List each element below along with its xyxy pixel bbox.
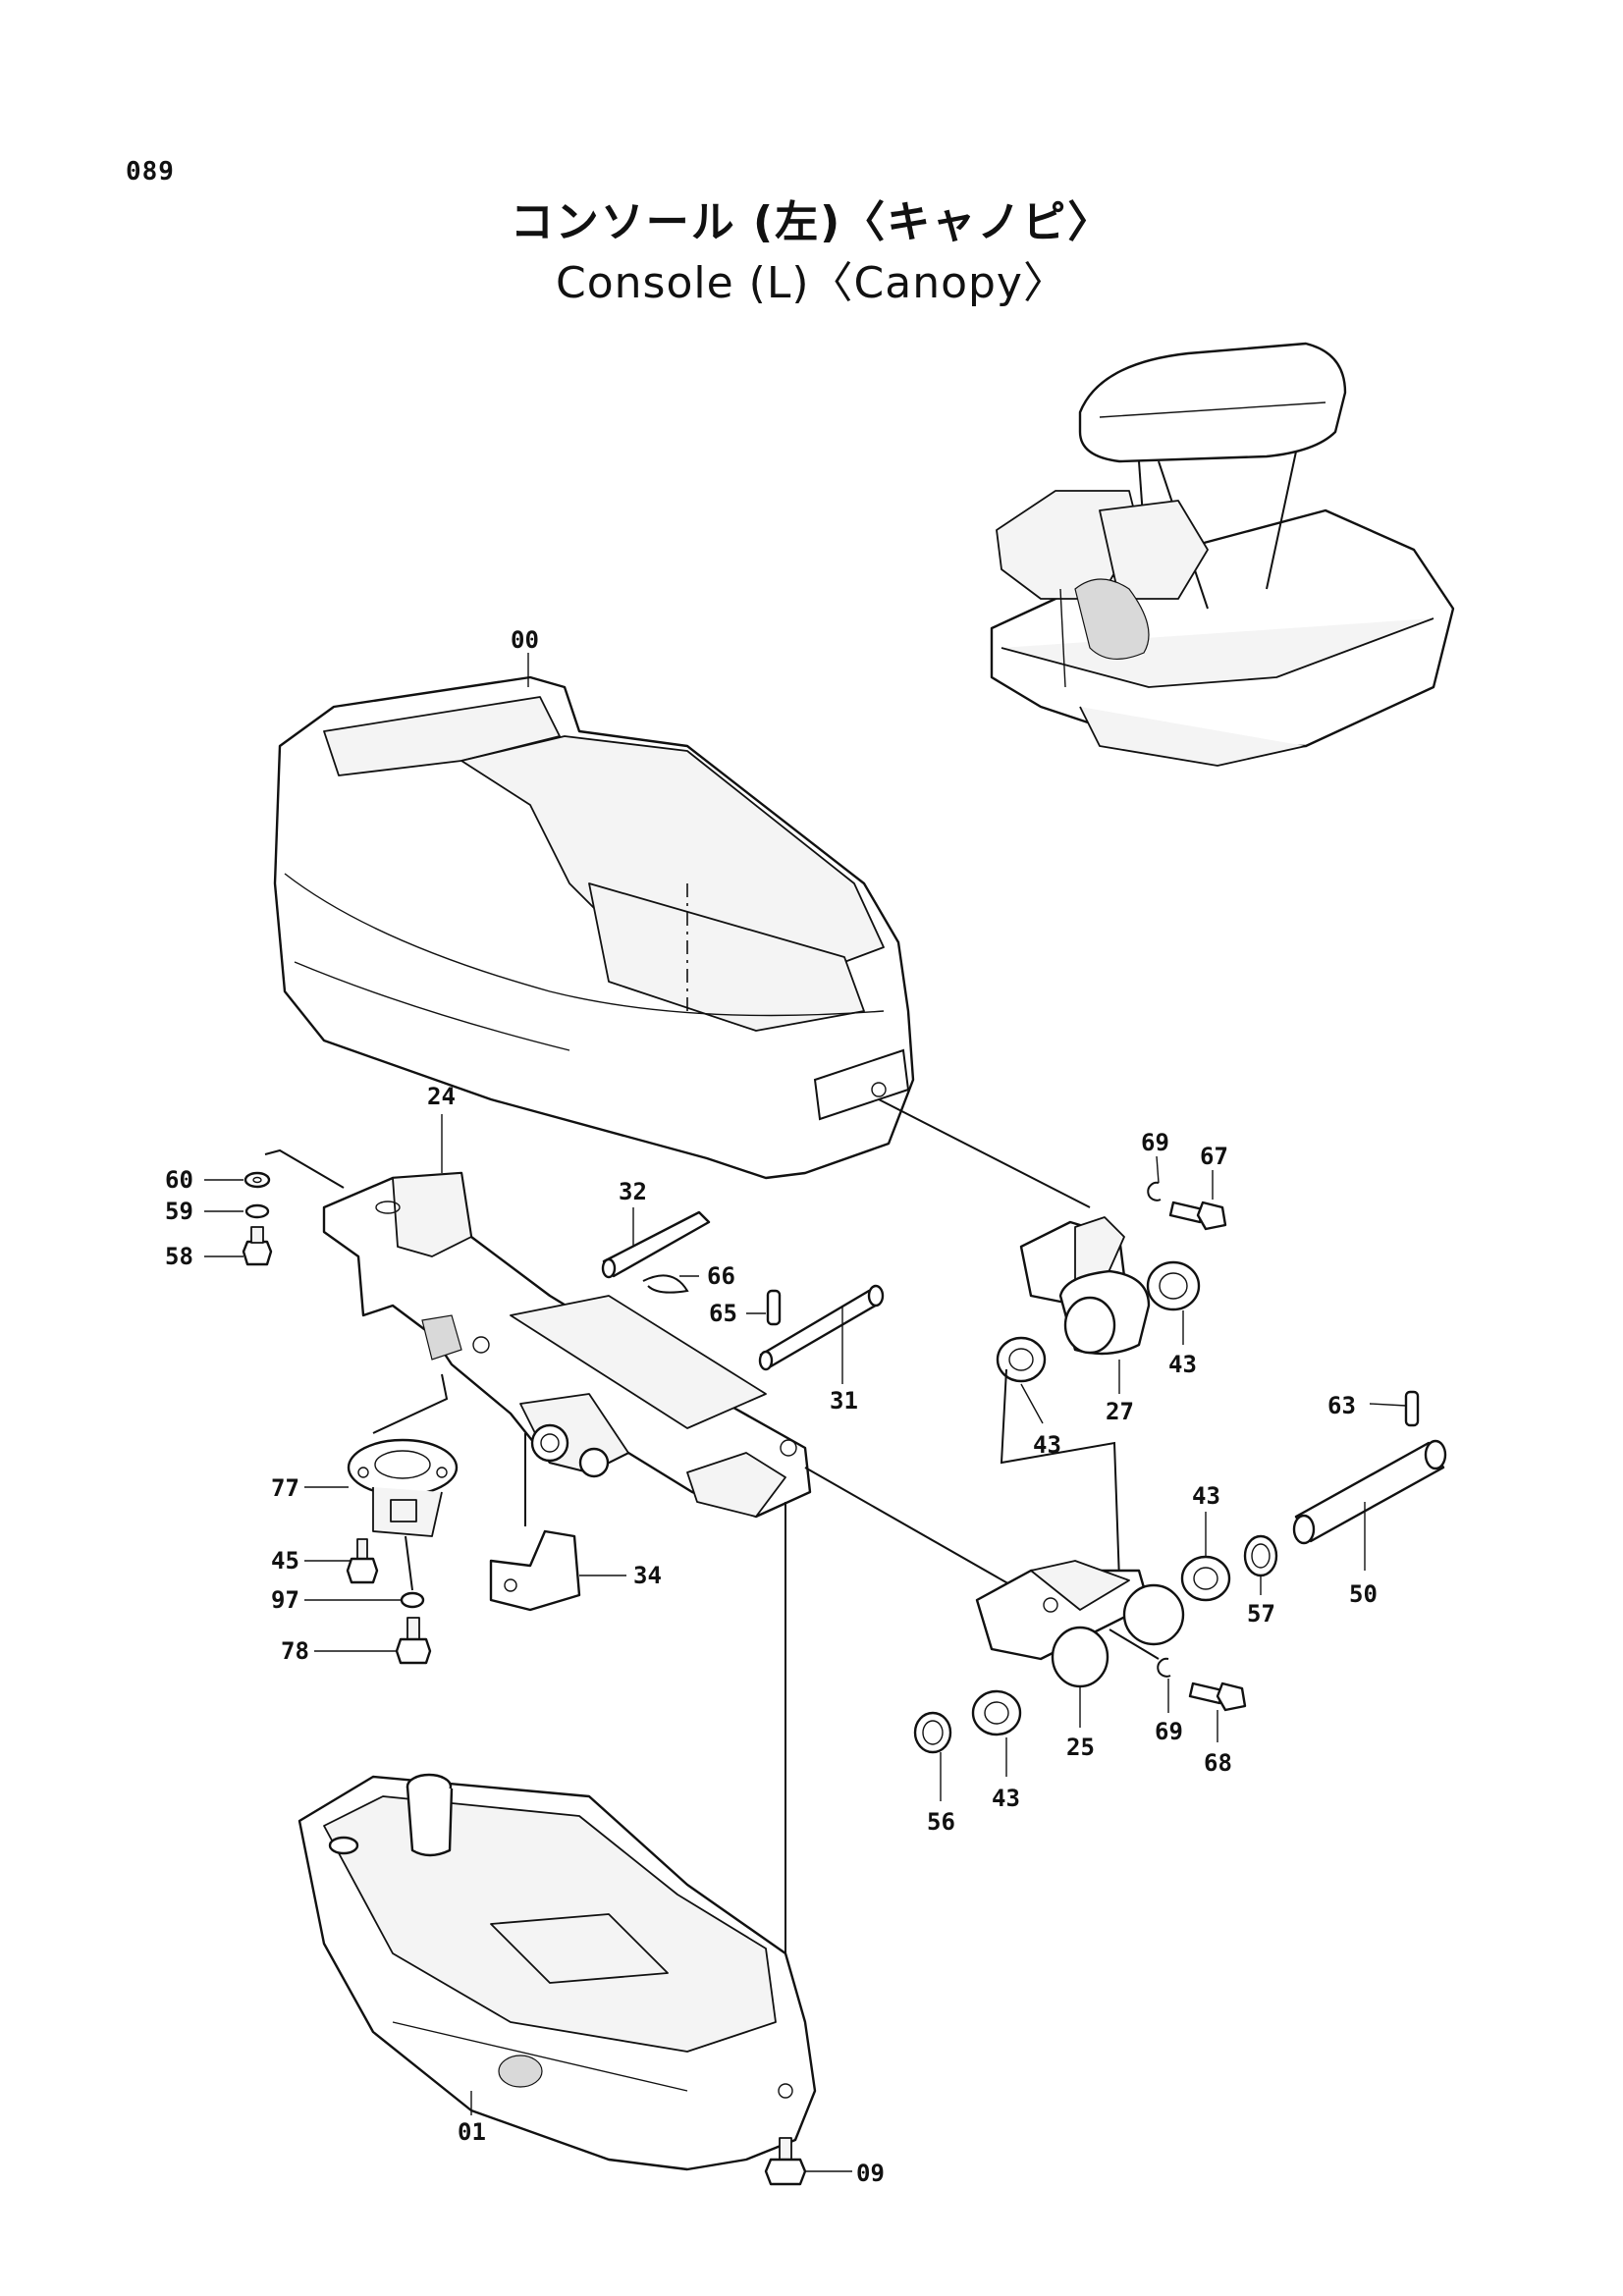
callout-68: 68 (1204, 1749, 1232, 1777)
callout-78: 78 (281, 1637, 309, 1665)
leader-lines (204, 653, 1407, 2172)
callout-43-upper-right: 43 (1168, 1351, 1197, 1378)
part-65-roll-pin (766, 1289, 782, 1326)
part-69-circlip-upper (1147, 1181, 1162, 1201)
callout-69-upper: 69 (1141, 1129, 1169, 1156)
part-77-mount-flange (347, 1438, 459, 1537)
assembly-line-pin-to-lower (804, 1467, 1012, 1586)
callout-labels: 00 24 60 59 58 32 66 65 31 69 67 43 27 4… (165, 626, 1378, 2187)
callout-27: 27 (1106, 1398, 1134, 1425)
callout-24: 24 (427, 1083, 456, 1110)
callout-45: 45 (271, 1547, 299, 1575)
assembly-line-bushings (1000, 1368, 1120, 1581)
part-00-console-cover (273, 675, 915, 1180)
assembly-line-washers (264, 1148, 345, 1189)
callout-56: 56 (927, 1808, 955, 1836)
callout-31: 31 (830, 1387, 858, 1415)
callout-97: 97 (271, 1586, 299, 1614)
part-67-bolt (1168, 1201, 1227, 1231)
part-43-bushing-mid (1180, 1555, 1231, 1602)
part-60-washer (243, 1171, 271, 1189)
callout-57: 57 (1247, 1600, 1275, 1628)
part-68-bolt (1188, 1682, 1247, 1712)
part-43-bushing-lower (971, 1689, 1022, 1736)
callout-43-lower: 43 (992, 1785, 1020, 1812)
callout-69-lower: 69 (1155, 1718, 1183, 1745)
part-50-pin (1292, 1439, 1447, 1545)
assembly-line-cover-to-bracket (878, 1098, 1091, 1208)
part-43-bushing-upper-left (996, 1336, 1047, 1383)
part-27-hinge-bracket (1019, 1216, 1151, 1356)
part-69-circlip-lower (1157, 1657, 1171, 1678)
assembly-line-lower-washer (1109, 1629, 1160, 1660)
part-25-hinge-bracket (975, 1560, 1185, 1688)
part-56-washer (913, 1711, 952, 1754)
callout-43-upper-left: 43 (1033, 1431, 1061, 1459)
part-01-lower-cover (298, 1773, 817, 2171)
assembly-line-mount (372, 1373, 449, 1434)
part-63-roll-pin (1404, 1390, 1420, 1427)
callout-59: 59 (165, 1198, 193, 1225)
part-43-bushing-upper-right (1146, 1260, 1201, 1311)
part-97-washer (400, 1591, 425, 1609)
callout-67: 67 (1200, 1143, 1228, 1170)
part-24-bracket-frame (322, 1171, 812, 1519)
callout-77: 77 (271, 1474, 299, 1502)
title-japanese: コンソール (左)〈キャノピ〉 (510, 197, 1113, 247)
page-number: 089 (126, 157, 175, 187)
callout-09: 09 (856, 2160, 885, 2187)
callout-00: 00 (511, 626, 539, 654)
callout-25: 25 (1066, 1734, 1095, 1761)
part-78-bolt (395, 1617, 432, 1665)
machine-locator-inset (990, 342, 1455, 767)
callout-01: 01 (458, 2118, 486, 2146)
part-59-spring-washer (244, 1203, 270, 1219)
title-english: Console (L)〈Canopy〉 (556, 258, 1067, 308)
part-34-bracket (489, 1529, 581, 1612)
callout-50: 50 (1349, 1580, 1378, 1608)
part-32-pin (601, 1210, 711, 1279)
part-09-bolt (764, 2137, 807, 2186)
part-66-clip (642, 1274, 689, 1294)
part-45-bolt (346, 1538, 379, 1584)
callout-66: 66 (707, 1262, 735, 1290)
callout-32: 32 (619, 1178, 647, 1205)
callout-34: 34 (633, 1562, 662, 1589)
assembly-line-mount-bolts (405, 1535, 413, 1591)
part-57-washer (1243, 1534, 1278, 1577)
part-58-bolt (242, 1226, 273, 1266)
callout-63: 63 (1327, 1392, 1356, 1419)
callout-58: 58 (165, 1243, 193, 1270)
callout-60: 60 (165, 1166, 193, 1194)
callout-43-mid: 43 (1192, 1482, 1220, 1510)
callout-65: 65 (709, 1300, 737, 1327)
part-31-pin (758, 1284, 885, 1371)
